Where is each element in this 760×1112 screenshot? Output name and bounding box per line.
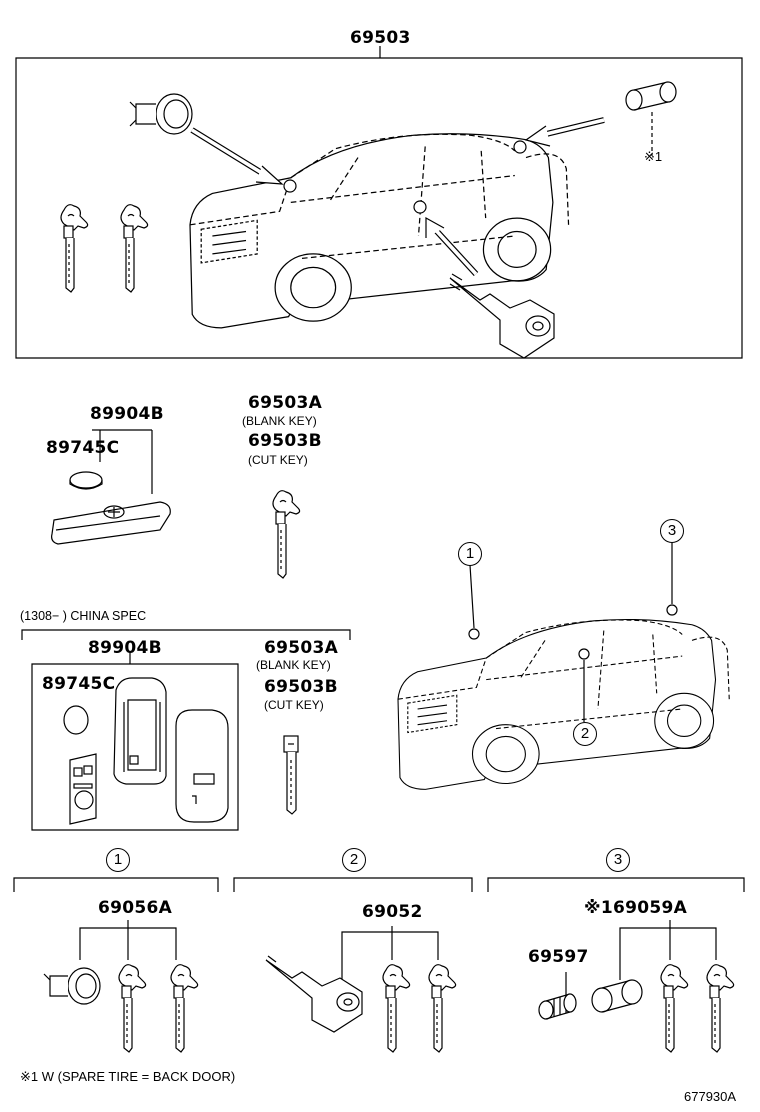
china-cut-key-part-number: 69503B	[264, 677, 338, 697]
china-cut-key-note: (CUT KEY)	[264, 698, 324, 712]
location-marker-2: 2	[573, 722, 597, 746]
china-remote-part-number: 89904B	[88, 638, 162, 658]
china-battery-part-number: 89745C	[42, 674, 116, 694]
location-marker-1: 1	[458, 542, 482, 566]
china-blank-key-part-number: 69503A	[264, 638, 339, 658]
group-3-index: 3	[606, 848, 630, 872]
remote-part-number: 89904B	[90, 404, 164, 424]
footnote: ※1 W (SPARE TIRE = BACK DOOR)	[20, 1069, 236, 1084]
kit-part-number: 69503	[350, 28, 411, 48]
note-ref-marker: ※1	[644, 149, 663, 164]
group-3-part-number: ※169059A	[584, 898, 688, 918]
cut-key-part-number: 69503B	[248, 431, 322, 451]
location-marker-3: 3	[660, 519, 684, 543]
cut-key-note: (CUT KEY)	[248, 453, 308, 467]
diagram-id: 677930A	[684, 1089, 737, 1104]
china-spec-heading: (1308− ) CHINA SPEC	[20, 609, 147, 623]
group-1-part-number: 69056A	[98, 898, 173, 918]
battery-part-number: 89745C	[46, 438, 120, 458]
group-3-sub-part-number: 69597	[528, 947, 589, 967]
group-2-part-number: 69052	[362, 902, 423, 922]
group-1-index: 1	[106, 848, 130, 872]
china-blank-key-note: (BLANK KEY)	[256, 658, 331, 672]
blank-key-note: (BLANK KEY)	[242, 414, 317, 428]
group-2-index: 2	[342, 848, 366, 872]
blank-key-part-number: 69503A	[248, 393, 323, 413]
